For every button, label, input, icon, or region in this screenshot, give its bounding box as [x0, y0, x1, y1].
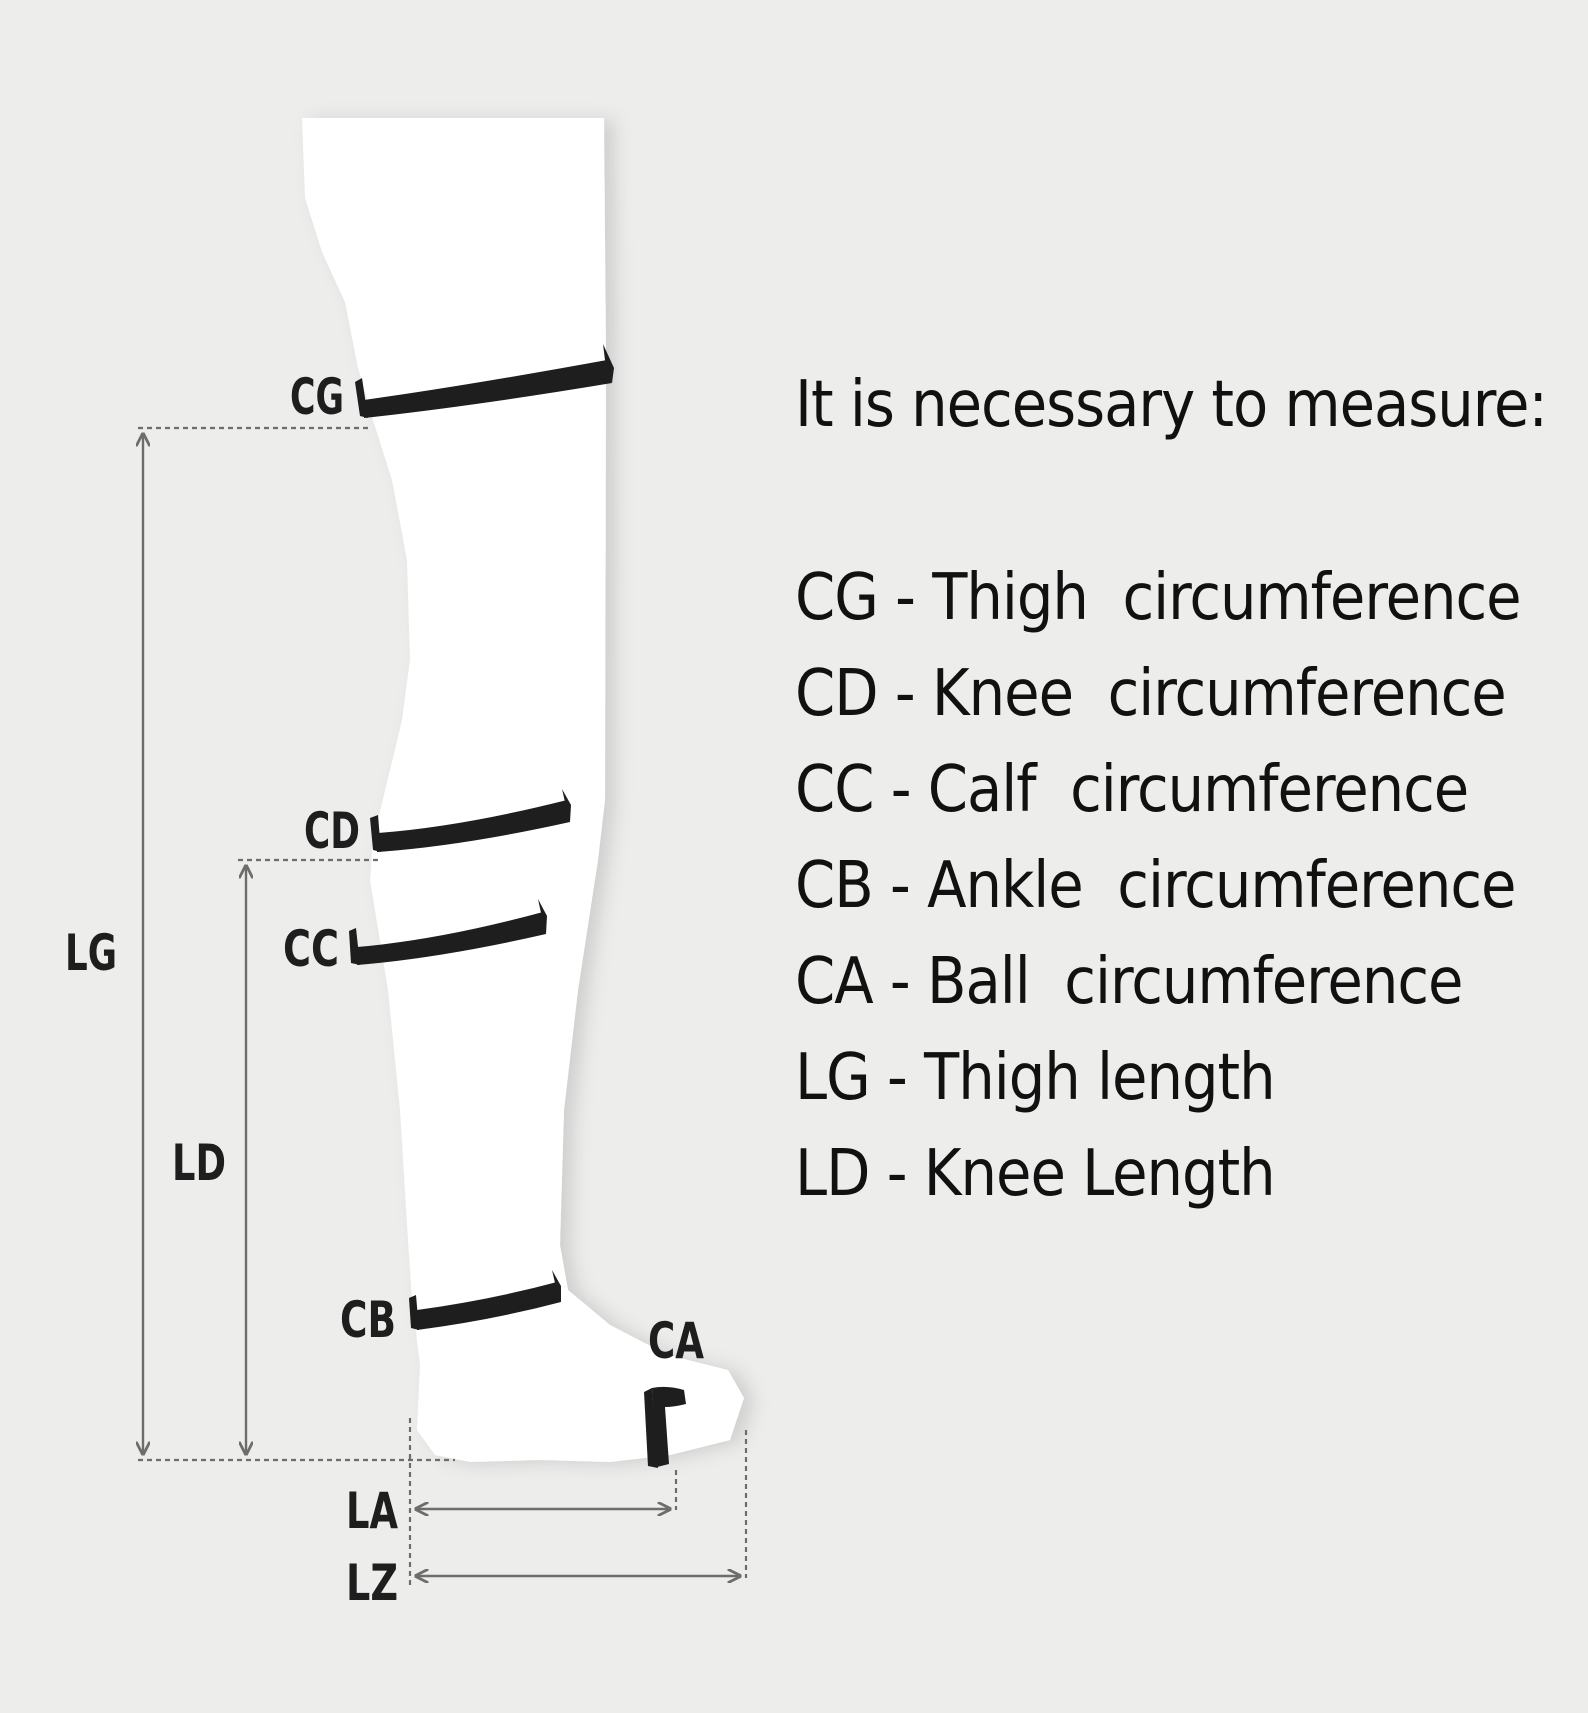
label-lz: LZ [346, 1554, 398, 1612]
label-la: LA [346, 1482, 398, 1540]
legend-item-ca: CA - Ball circumference [795, 945, 1463, 1019]
legend-item-cg: CG - Thigh circumference [795, 561, 1522, 635]
ankle-band [417, 1282, 561, 1330]
knee-band [377, 800, 570, 852]
label-ca: CA [648, 1312, 704, 1370]
thigh-band-front [603, 344, 614, 383]
ball-band [652, 1386, 686, 1467]
thigh-band [364, 360, 612, 418]
legend-item-lg: LG - Thigh length [795, 1041, 1276, 1115]
label-lg: LG [65, 924, 117, 982]
knee-band-back [370, 815, 381, 852]
calf-band-back [349, 928, 360, 965]
calf-band [357, 912, 546, 965]
legend-heading: It is necessary to measure: [795, 368, 1548, 442]
thigh-band-back [355, 378, 368, 418]
label-cb: CB [340, 1291, 396, 1349]
legend-item-cd: CD - Knee circumference [795, 657, 1507, 731]
ankle-band-back [409, 1295, 419, 1330]
label-ld: LD [172, 1134, 226, 1192]
label-cg: CG [290, 368, 344, 426]
ball-band-front [644, 1388, 658, 1468]
legend-item-cb: CB - Ankle circumference [795, 849, 1516, 923]
legend-item-cc: CC - Calf circumference [795, 753, 1469, 827]
knee-band-front [562, 789, 571, 822]
calf-band-front [538, 899, 547, 934]
ankle-band-front [552, 1270, 561, 1302]
label-cc: CC [283, 920, 339, 978]
legend-item-ld: LD - Knee Length [795, 1137, 1276, 1211]
leg-silhouette [302, 118, 744, 1462]
label-cd: CD [304, 802, 360, 860]
measurement-legend: It is necessary to measure: CG - Thigh c… [795, 360, 1555, 1222]
